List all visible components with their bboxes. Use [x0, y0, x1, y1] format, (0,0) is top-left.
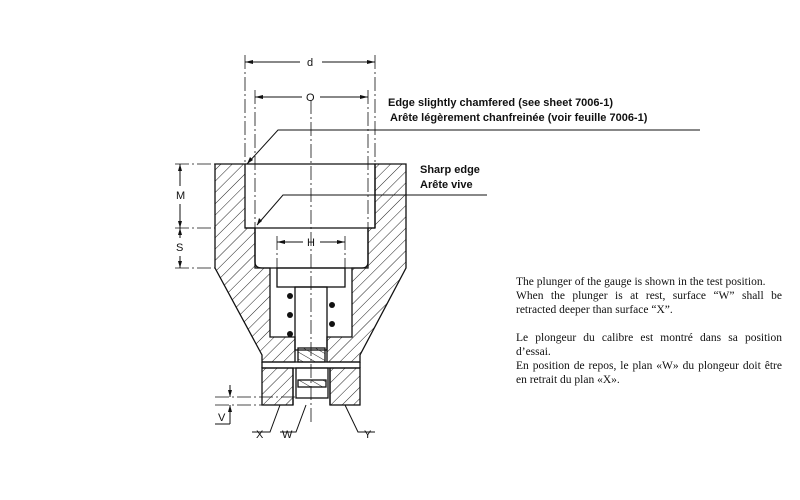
callout-chamfer-fr: Arête légèrement chanfreinée (voir feuil…	[390, 112, 648, 124]
note-en-2: When the plunger is at rest, surface “W”…	[516, 290, 782, 316]
bottom-block-right	[329, 367, 361, 406]
dim-s: S	[176, 242, 183, 254]
surface-x-label: X	[256, 429, 264, 441]
notes: The plunger of the gauge is shown in the…	[516, 275, 782, 387]
callout-chamfer-en: Edge slightly chamfered (see sheet 7006-…	[388, 97, 613, 109]
plunger-insert	[297, 347, 326, 363]
body-right-section	[326, 163, 407, 363]
callout-sharp-en: Sharp edge	[420, 164, 480, 176]
surface-y-label: Y	[364, 429, 372, 441]
lower-plunger	[295, 367, 329, 399]
dim-h: H	[307, 237, 315, 249]
dim-m: M	[176, 190, 185, 202]
plunger-stem	[294, 286, 328, 351]
note-fr-1: Le plongeur du calibre est montré dans s…	[516, 332, 782, 358]
dim-o: O	[306, 92, 315, 104]
spring-icon	[287, 293, 335, 337]
bottom-block-left	[261, 367, 294, 406]
surface-w-label: W	[282, 429, 293, 441]
note-fr-2: En position de repos, le plan «W» du plo…	[516, 360, 782, 386]
dim-v: V	[218, 412, 226, 424]
note-en-1: The plunger of the gauge is shown in the…	[516, 276, 766, 288]
dim-d: d	[307, 57, 313, 69]
callout-sharp-fr: Arête vive	[420, 179, 473, 191]
